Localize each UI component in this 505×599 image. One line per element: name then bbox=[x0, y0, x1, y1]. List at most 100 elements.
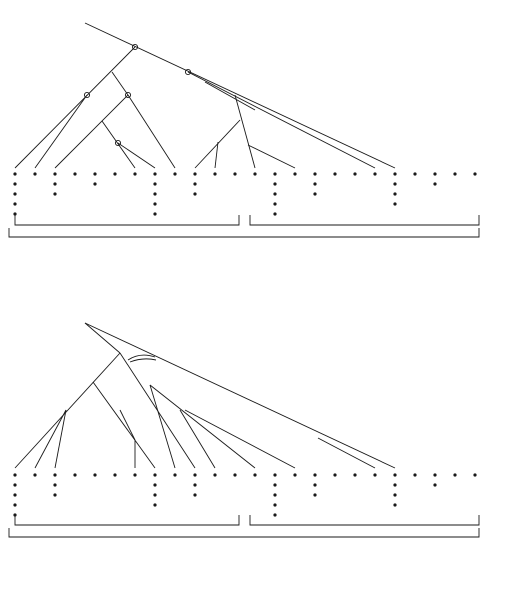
outer-bracket bbox=[8, 228, 480, 238]
grid-dot bbox=[393, 172, 397, 176]
grid-dot bbox=[253, 172, 257, 176]
tree-branch bbox=[92, 381, 156, 469]
grid-dot bbox=[373, 473, 377, 477]
crossing-mark bbox=[129, 358, 157, 363]
grid-dot bbox=[273, 172, 277, 176]
grid-dot bbox=[373, 172, 377, 176]
grid-dot bbox=[393, 503, 397, 507]
grid-dot bbox=[193, 172, 197, 176]
tree-branch bbox=[184, 409, 296, 469]
grid-dot bbox=[153, 172, 157, 176]
grid-dot bbox=[453, 473, 457, 477]
group-bracket-left bbox=[14, 515, 240, 526]
node-marker bbox=[184, 68, 192, 76]
grid-dot bbox=[233, 172, 237, 176]
grid-dot bbox=[193, 182, 197, 186]
grid-dot bbox=[173, 172, 177, 176]
grid-dot bbox=[393, 493, 397, 497]
tree-branch bbox=[317, 437, 376, 469]
grid-dot bbox=[193, 192, 197, 196]
grid-dot bbox=[13, 503, 17, 507]
grid-dot bbox=[133, 172, 137, 176]
grid-dot bbox=[53, 483, 57, 487]
tree-branch bbox=[14, 352, 121, 469]
grid-dot bbox=[293, 172, 297, 176]
grid-dot bbox=[313, 182, 317, 186]
grid-dot bbox=[473, 473, 477, 477]
tree-branch bbox=[119, 409, 136, 441]
bottom-dot-grid bbox=[13, 473, 477, 517]
node-marker bbox=[114, 139, 122, 147]
grid-dot bbox=[393, 473, 397, 477]
grid-dot bbox=[153, 182, 157, 186]
grid-dot bbox=[433, 473, 437, 477]
grid-dot bbox=[313, 473, 317, 477]
grid-dot bbox=[433, 172, 437, 176]
grid-dot bbox=[13, 212, 17, 216]
bottom-tree-diagram bbox=[8, 322, 480, 538]
grid-dot bbox=[273, 212, 277, 216]
tree-branch bbox=[149, 384, 176, 469]
group-bracket-left bbox=[14, 215, 240, 226]
grid-dot bbox=[113, 473, 117, 477]
crossing-mark bbox=[127, 354, 156, 361]
grid-dot bbox=[153, 473, 157, 477]
grid-dot bbox=[33, 473, 37, 477]
grid-dot bbox=[53, 182, 57, 186]
grid-dot bbox=[413, 172, 417, 176]
tree-branch bbox=[54, 94, 129, 169]
tree-branch bbox=[111, 71, 129, 96]
tree-branch bbox=[247, 144, 296, 169]
tree-branch bbox=[84, 322, 121, 354]
node-marker bbox=[124, 91, 132, 99]
tree-branch bbox=[84, 322, 396, 469]
grid-dot bbox=[333, 473, 337, 477]
grid-dot bbox=[313, 493, 317, 497]
grid-dot bbox=[153, 212, 157, 216]
grid-dot bbox=[213, 172, 217, 176]
tree-branch bbox=[54, 409, 67, 469]
grid-dot bbox=[313, 192, 317, 196]
grid-dot bbox=[13, 192, 17, 196]
grid-dot bbox=[153, 483, 157, 487]
grid-dot bbox=[273, 182, 277, 186]
grid-dot bbox=[393, 192, 397, 196]
grid-dot bbox=[393, 483, 397, 487]
grid-dot bbox=[153, 503, 157, 507]
tree-branch bbox=[179, 409, 216, 469]
grid-dot bbox=[473, 172, 477, 176]
tree-branch bbox=[127, 94, 176, 169]
outer-bracket bbox=[8, 528, 480, 538]
grid-dot bbox=[273, 503, 277, 507]
grid-dot bbox=[113, 172, 117, 176]
group-bracket-right bbox=[249, 515, 480, 526]
grid-dot bbox=[73, 473, 77, 477]
grid-dot bbox=[13, 483, 17, 487]
grid-dot bbox=[293, 473, 297, 477]
grid-dot bbox=[353, 172, 357, 176]
tree-branch bbox=[34, 409, 67, 469]
grid-dot bbox=[433, 483, 437, 487]
node-marker bbox=[131, 43, 139, 51]
grid-dot bbox=[313, 172, 317, 176]
grid-dot bbox=[273, 473, 277, 477]
grid-dot bbox=[13, 473, 17, 477]
grid-dot bbox=[273, 202, 277, 206]
grid-dot bbox=[13, 493, 17, 497]
tree-branch bbox=[234, 94, 256, 169]
grid-dot bbox=[393, 202, 397, 206]
grid-dot bbox=[313, 483, 317, 487]
tree-branch bbox=[14, 46, 136, 169]
grid-dot bbox=[413, 473, 417, 477]
grid-dot bbox=[13, 182, 17, 186]
tree-branch bbox=[149, 384, 256, 469]
grid-dot bbox=[53, 192, 57, 196]
grid-dot bbox=[453, 172, 457, 176]
grid-dot bbox=[93, 182, 97, 186]
grid-dot bbox=[193, 483, 197, 487]
tree-branch bbox=[214, 141, 219, 169]
grid-dot bbox=[433, 182, 437, 186]
top-tree-diagram bbox=[8, 22, 480, 238]
